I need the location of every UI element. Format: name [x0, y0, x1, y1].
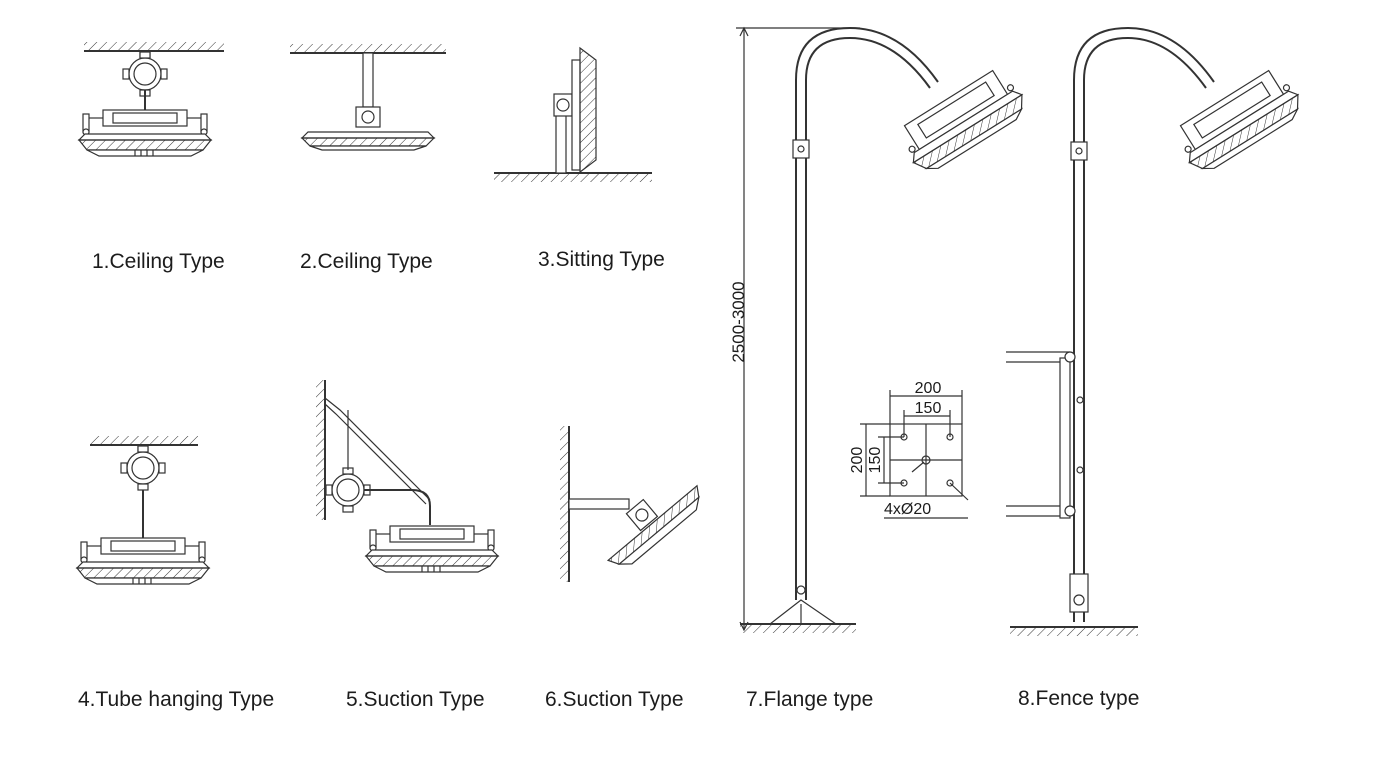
flange-hole-spec: 4xØ20 [884, 501, 931, 518]
label-sitting-type: 3.Sitting Type [538, 248, 665, 271]
height-dimension: 2500-3000 [729, 281, 748, 362]
flange-outer-width: 200 [915, 380, 942, 397]
fixture-suction-type-6 [560, 426, 700, 582]
label-suction-type-6: 6.Suction Type [545, 688, 684, 711]
fixture-sitting-type [494, 46, 652, 182]
flange-inner-width: 150 [915, 400, 942, 417]
fixture-ceiling-type-1 [78, 42, 224, 157]
fixture-tube-hanging-type [76, 436, 210, 585]
fixture-suction-type-5 [316, 380, 499, 573]
fixture-flange-pole: 2500-3000 [729, 26, 1033, 633]
flange-outer-height: 200 [849, 447, 866, 474]
label-ceiling-type-2: 2.Ceiling Type [300, 250, 433, 273]
label-suction-type-5: 5.Suction Type [346, 688, 485, 711]
label-flange-type: 7.Flange type [746, 688, 874, 711]
flange-plate-drawing: 200 150 200 150 4xØ20 [849, 380, 969, 519]
label-ceiling-type-1: 1.Ceiling Type [92, 250, 225, 273]
label-tube-hanging-type: 4.Tube hanging Type [78, 688, 275, 711]
fixture-fence-pole [1006, 26, 1309, 636]
fixture-ceiling-type-2 [290, 44, 446, 151]
label-fence-type: 8.Fence type [1018, 687, 1140, 710]
flange-inner-height: 150 [867, 447, 884, 474]
